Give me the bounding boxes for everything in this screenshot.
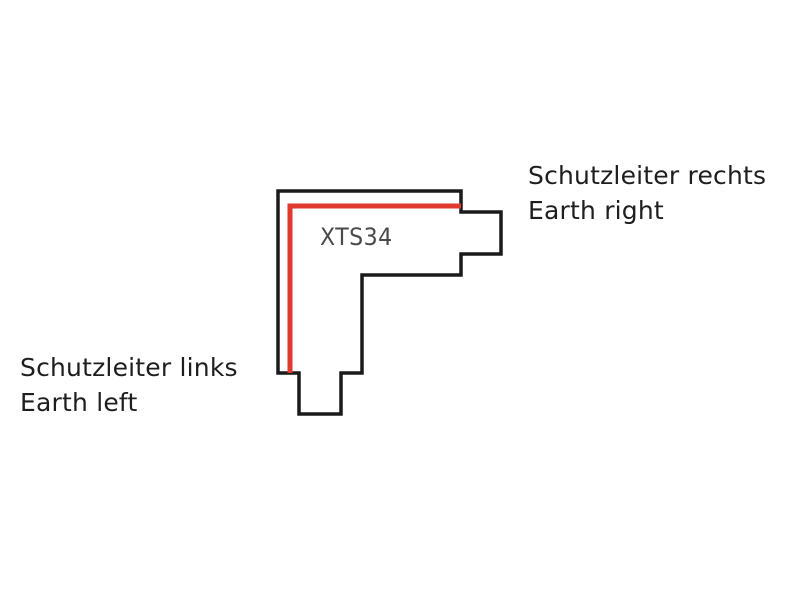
model-number-label: XTS34: [320, 223, 393, 251]
earth-left-label-english: Earth left: [20, 388, 138, 417]
connector-outline: [276, 189, 503, 416]
earth-right-label: Schutzleiter rechts Earth right: [528, 158, 766, 228]
earth-left-label: Schutzleiter links Earth left: [20, 350, 238, 420]
earth-right-label-german: Schutzleiter rechts: [528, 161, 767, 190]
earth-conductor-line: [287, 203, 461, 373]
earth-right-label-english: Earth right: [528, 196, 664, 225]
earth-left-label-german: Schutzleiter links: [20, 353, 238, 382]
